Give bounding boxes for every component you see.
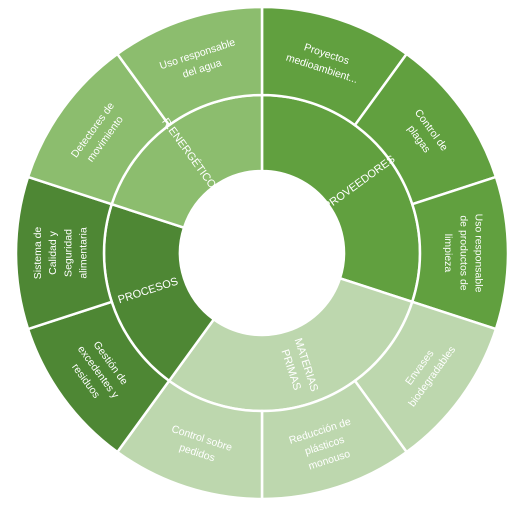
outer-slice-uso-responsable-del-agua[interactable] — [115, 5, 264, 127]
outer-ring — [14, 5, 510, 501]
outer-label-uso-responsable-de-productos-de-limpieza: Uso responsablede productos delimpieza — [442, 214, 484, 293]
inner-ring — [102, 93, 422, 413]
